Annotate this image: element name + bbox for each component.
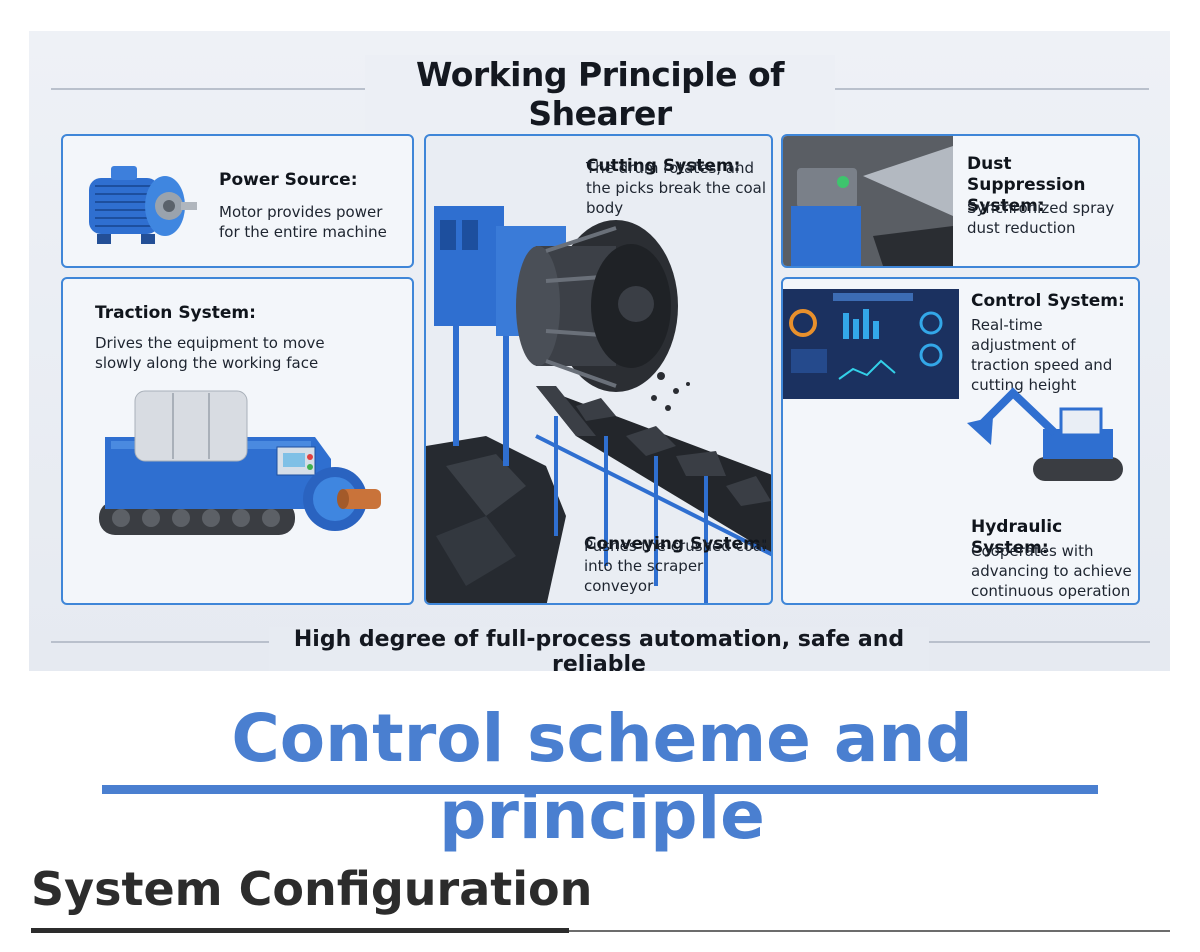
power-source-title: Power Source: [219, 170, 358, 190]
infographic-title: Working Principle of Shearer [365, 55, 835, 133]
infographic-footer: High degree of full-process automation, … [269, 627, 929, 671]
control-system-title: Control System: [971, 291, 1125, 311]
shearer-infographic: Working Principle of Shearer Power Sourc… [29, 31, 1170, 671]
conveying-system-title: Conveying System: [584, 534, 768, 554]
footer-divider-right [925, 641, 1150, 643]
hydraulic-system-title: Hydraulic System: [971, 517, 1063, 558]
section-heading: System Configuration [31, 862, 593, 916]
conveying-system-desc: Pushes the crushed coal into the scraper… [584, 537, 767, 595]
bucket-icon [969, 409, 1029, 479]
cutting-system-desc: The drum rotates, and the picks break th… [586, 159, 766, 217]
control-dashboard-icon [783, 289, 959, 399]
power-source-panel: Power Source: Motor provides power for t… [61, 134, 414, 268]
spray-nozzle-icon [783, 136, 953, 266]
dust-suppression-title: Dust Suppression System: [967, 154, 1086, 216]
excavator-icon [967, 387, 1123, 481]
traction-system-panel: Traction System: Drives the equipment to… [61, 277, 414, 605]
main-heading: Control scheme and principle [231, 700, 973, 854]
dust-suppression-desc: Synchronized spray dust reduction [967, 199, 1115, 237]
cutting-conveying-panel: Cutting System: The drum rotates, and th… [424, 134, 773, 605]
main-heading-underline [102, 785, 1098, 794]
motor-icon [89, 166, 197, 244]
section-divider-accent [31, 928, 569, 933]
shearer-machine-icon [426, 206, 771, 603]
traction-machine-icon [99, 390, 381, 535]
section-divider [31, 930, 1170, 932]
cutting-system-title: Cutting System: [586, 156, 741, 176]
control-system-desc: Real-time adjustment of traction speed a… [971, 316, 1113, 394]
dust-suppression-panel: Dust Suppression System: Synchronized sp… [781, 134, 1140, 268]
hydraulic-system-desc: Cooperates with advancing to achieve con… [971, 542, 1132, 600]
traction-system-title: Traction System: [95, 303, 256, 323]
power-source-desc: Motor provides power for the entire mach… [219, 203, 387, 241]
control-hydraulic-panel: Control System: Real-time adjustment of … [781, 277, 1140, 605]
footer-divider-left [51, 641, 271, 643]
traction-system-desc: Drives the equipment to move slowly alon… [95, 334, 325, 372]
title-divider-left [51, 88, 381, 90]
title-divider-right [829, 88, 1149, 90]
